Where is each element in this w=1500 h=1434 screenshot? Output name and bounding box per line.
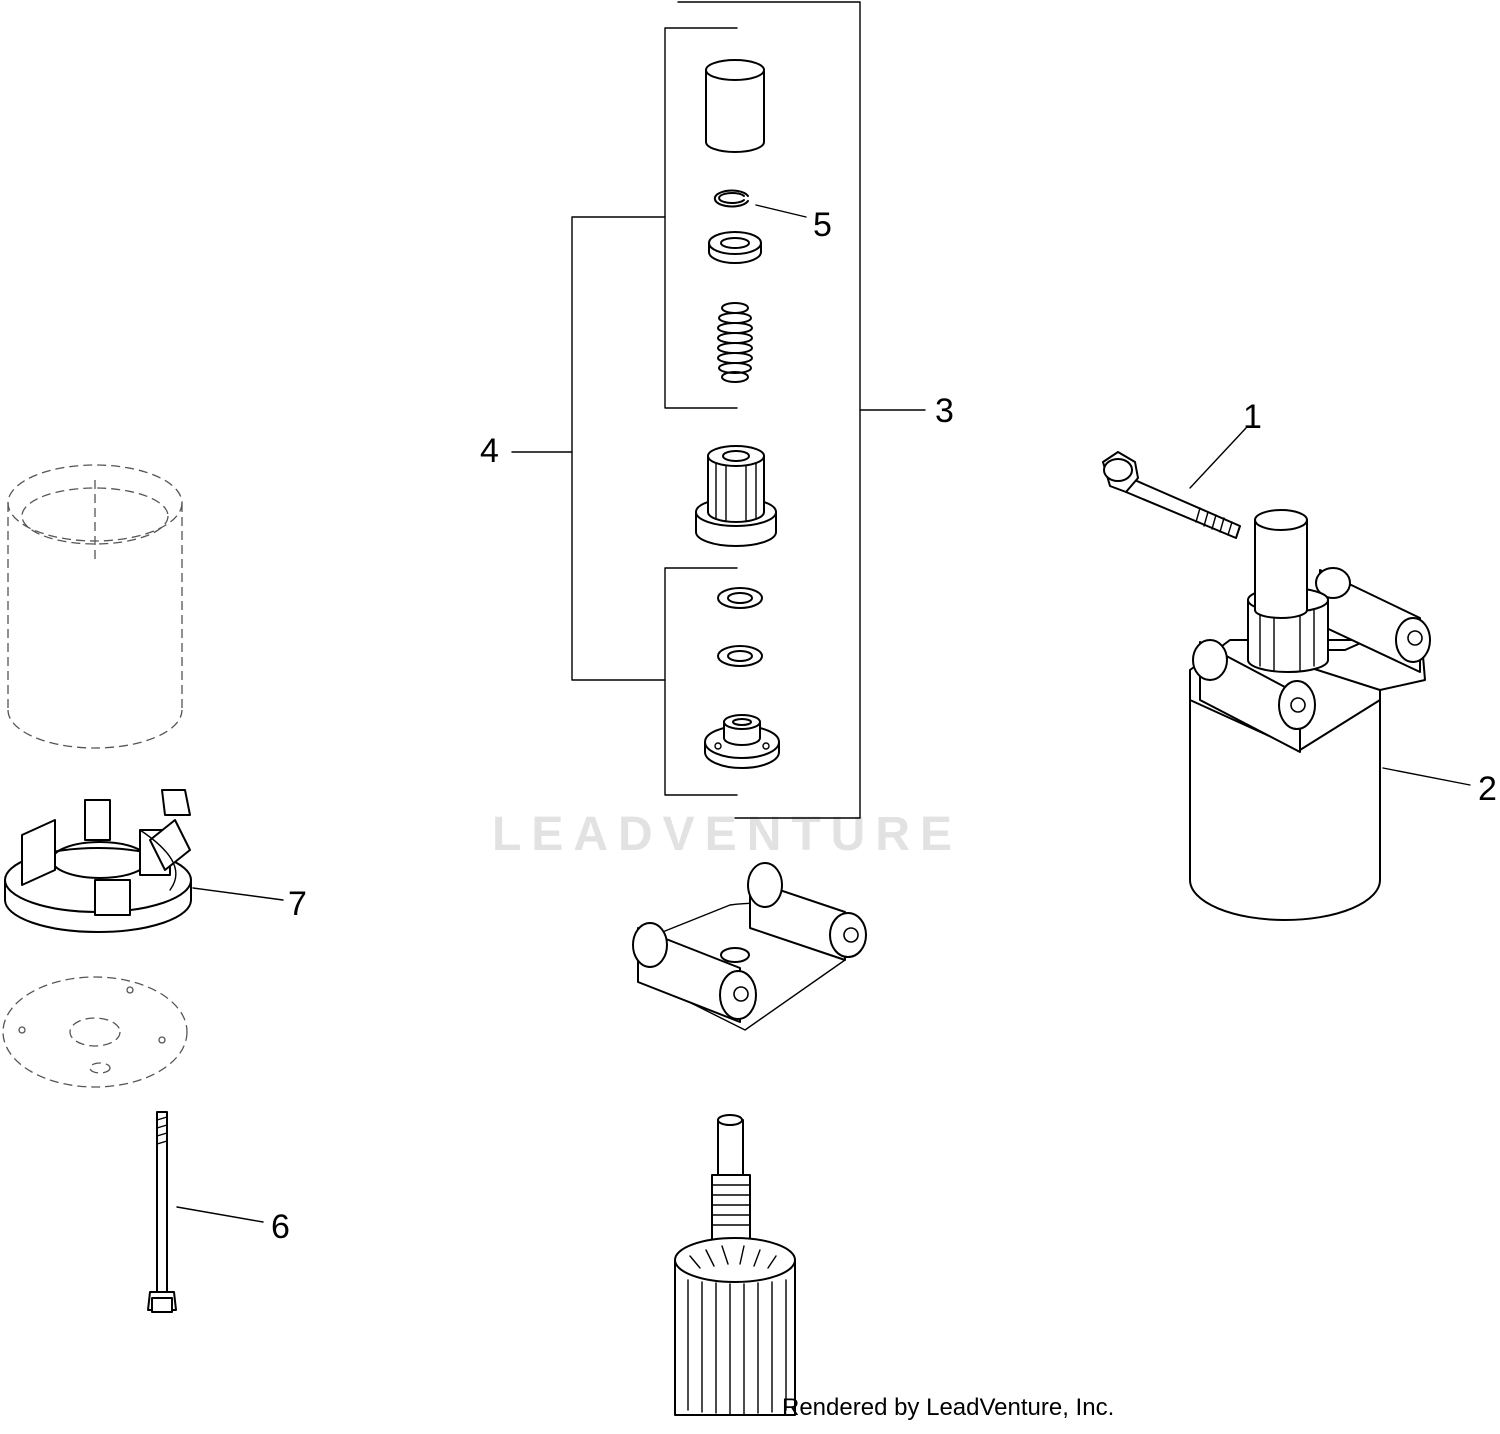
callout-7: 7 bbox=[288, 885, 307, 923]
bracket-inner-top bbox=[664, 27, 738, 409]
retaining-ring-part bbox=[713, 189, 749, 208]
starter-motor-part bbox=[1189, 509, 1431, 921]
flange-cap-part bbox=[704, 714, 780, 769]
callout-2: 2 bbox=[1478, 770, 1497, 808]
callout-6: 6 bbox=[271, 1208, 290, 1246]
leader-7 bbox=[192, 887, 284, 901]
leader-6 bbox=[176, 1206, 264, 1223]
callout-4: 4 bbox=[480, 432, 499, 470]
leader-5 bbox=[755, 204, 807, 218]
drive-end-cap-part bbox=[632, 862, 867, 1031]
callout-3: 3 bbox=[935, 392, 954, 430]
bracket-inner-bottom bbox=[664, 567, 738, 796]
sleeve-part bbox=[705, 59, 765, 153]
drive-pinion-part bbox=[695, 445, 777, 547]
bracket-3 bbox=[677, 1, 926, 819]
brush-holder-part bbox=[4, 789, 192, 933]
spring-part bbox=[717, 302, 753, 383]
commutator-plate-part bbox=[2, 976, 188, 1088]
armature-part bbox=[674, 1114, 796, 1416]
stop-washer-part bbox=[708, 231, 762, 264]
watermark: LEADVENTURE bbox=[492, 808, 962, 861]
leader-1 bbox=[1189, 427, 1247, 489]
frame-housing-part bbox=[7, 464, 183, 749]
callout-5: 5 bbox=[813, 206, 832, 244]
thrust-washer-part bbox=[717, 587, 763, 667]
bracket-4 bbox=[511, 216, 666, 681]
hex-bolt-part bbox=[1102, 451, 1241, 539]
leader-2 bbox=[1382, 767, 1471, 786]
through-bolt-part bbox=[147, 1111, 177, 1313]
render-credit: Rendered by LeadVenture, Inc. bbox=[782, 1394, 1114, 1421]
callout-1: 1 bbox=[1243, 398, 1262, 436]
